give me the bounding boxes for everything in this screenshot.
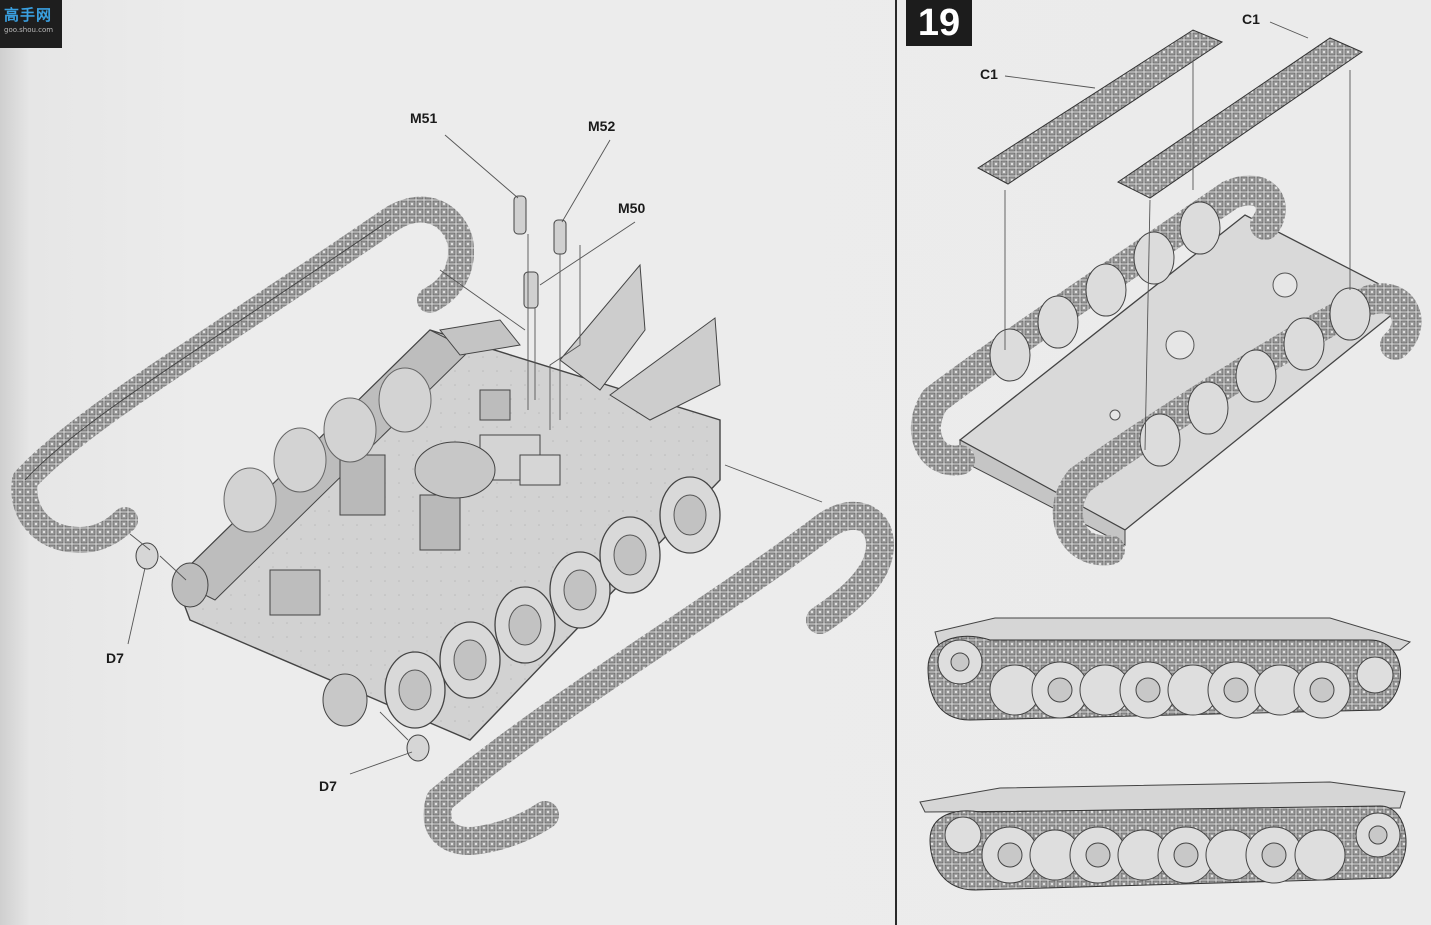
watermark-logo: 高手网 goo.shou.com [0,0,62,48]
step-number-badge: 19 [906,0,972,46]
panel-divider [895,0,897,925]
callout-d7-top: D7 [106,650,124,666]
d7-part-bottom [406,734,430,762]
c1-track-right [1117,37,1364,199]
side-view-left [927,617,1412,721]
right-track-run [426,501,895,814]
c1-track-left [977,29,1224,185]
left-assembly [11,134,895,855]
side-view-right [919,781,1407,891]
callout-m52: M52 [588,118,616,134]
callout-d7-bottom: D7 [319,778,337,794]
callout-m51: M51 [410,110,438,126]
callout-m50: M50 [618,200,646,216]
d7-part-top [135,542,159,570]
right-assembly [911,21,1422,891]
watermark-url: goo.shou.com [4,26,54,34]
callout-c1-left: C1 [980,66,998,82]
watermark-logo-text: 高手网 [4,6,53,24]
callout-c1-right: C1 [1242,11,1260,27]
small-parts [513,195,567,309]
